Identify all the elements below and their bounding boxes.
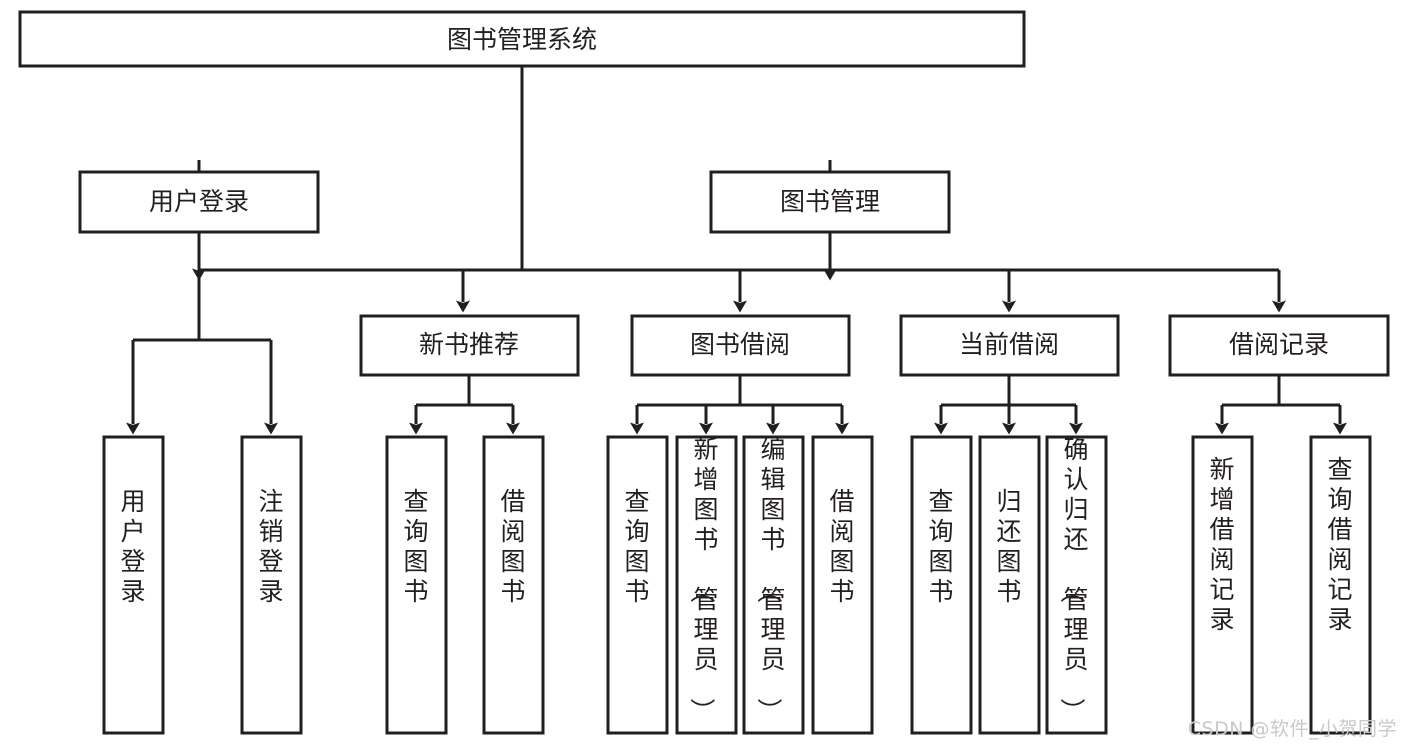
node-user-login-label: 用户登录 xyxy=(149,187,249,216)
node-new-book-rec[interactable]: 新书推荐 xyxy=(359,314,580,377)
node-borrow-record-label: 借阅记录 xyxy=(1229,330,1329,359)
node-book-manage-label: 图书管理 xyxy=(780,187,880,216)
node-book-manage[interactable]: 图书管理 xyxy=(709,170,951,234)
node-leaf-add-record[interactable]: 新增借阅记录 xyxy=(1191,435,1254,735)
connector-group-root xyxy=(192,66,837,281)
connector-group-new-book-rec xyxy=(409,375,520,435)
node-leaf-query-book-3-label: 查询图书 xyxy=(928,487,953,606)
connector-group-borrow-record xyxy=(1215,375,1347,435)
node-leaf-query-book-3[interactable]: 查询图书 xyxy=(910,435,973,735)
node-leaf-query-book-2[interactable]: 查询图书 xyxy=(606,435,669,735)
node-leaf-query-book-2-label: 查询图书 xyxy=(624,487,649,606)
node-leaf-borrow-book-2-label: 借阅图书 xyxy=(829,487,854,606)
node-leaf-user-login-label: 用户登录 xyxy=(120,487,145,606)
node-book-borrow-label: 图书借阅 xyxy=(690,330,790,359)
node-leaf-edit-book[interactable]: 编辑图书（管理员） xyxy=(742,435,805,735)
connector-group-user-login xyxy=(126,232,278,435)
node-leaf-borrow-book-2[interactable]: 借阅图书 xyxy=(811,435,874,735)
node-leaf-edit-book-label: 编辑图书（管理员） xyxy=(754,435,785,723)
node-leaf-confirm-return-label: 确认归还（管理员） xyxy=(1057,435,1088,723)
connector-group-current-borrow xyxy=(934,375,1083,435)
node-leaf-add-record-label: 新增借阅记录 xyxy=(1209,455,1234,634)
node-leaf-add-book[interactable]: 新增图书（管理员） xyxy=(675,435,738,735)
node-user-login[interactable]: 用户登录 xyxy=(78,170,320,234)
node-current-borrow[interactable]: 当前借阅 xyxy=(899,314,1120,377)
node-borrow-record[interactable]: 借阅记录 xyxy=(1168,314,1390,377)
node-leaf-query-book-1-label: 查询图书 xyxy=(403,487,428,606)
node-leaf-query-record[interactable]: 查询借阅记录 xyxy=(1309,435,1372,735)
node-leaf-borrow-book-1[interactable]: 借阅图书 xyxy=(482,435,545,735)
node-leaf-add-book-label: 新增图书（管理员） xyxy=(687,435,718,723)
node-leaf-logout-login[interactable]: 注销登录 xyxy=(240,435,303,735)
node-root[interactable]: 图书管理系统 xyxy=(18,10,1026,68)
node-new-book-rec-label: 新书推荐 xyxy=(419,330,519,359)
node-root-label: 图书管理系统 xyxy=(447,25,597,54)
connector-group-book-manage xyxy=(456,232,1286,313)
csdn-watermark: CSDN @软件_小贺同学 xyxy=(1187,718,1397,740)
node-leaf-logout-login-label: 注销登录 xyxy=(258,487,283,606)
node-leaf-confirm-return[interactable]: 确认归还（管理员） xyxy=(1045,435,1108,735)
node-leaf-return-book[interactable]: 归还图书 xyxy=(978,435,1041,735)
node-leaf-return-book-label: 归还图书 xyxy=(996,487,1021,606)
node-leaf-query-record-label: 查询借阅记录 xyxy=(1327,455,1352,634)
node-leaf-user-login[interactable]: 用户登录 xyxy=(102,435,165,735)
node-leaf-borrow-book-1-label: 借阅图书 xyxy=(500,487,525,606)
node-leaf-query-book-1[interactable]: 查询图书 xyxy=(385,435,448,735)
connector-group-book-borrow xyxy=(630,375,849,435)
node-book-borrow[interactable]: 图书借阅 xyxy=(630,314,851,377)
node-current-borrow-label: 当前借阅 xyxy=(959,330,1059,359)
